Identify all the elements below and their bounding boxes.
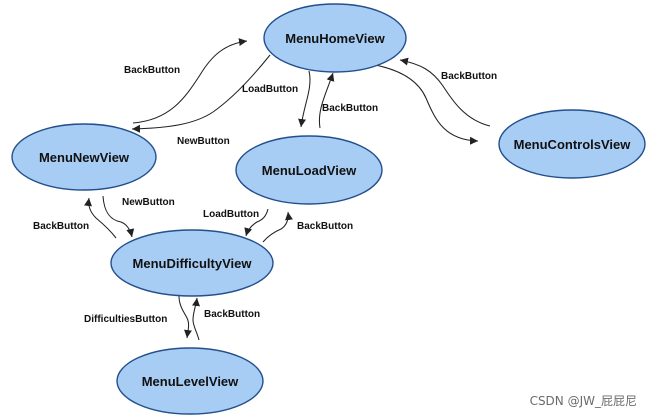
edge-difficulty-to-level	[178, 295, 192, 339]
node-menu-difficulty-view-shape	[110, 229, 274, 297]
edge-label-difficulty-to-load: BackButton	[297, 221, 353, 232]
node-menu-home-view-shape	[263, 3, 407, 73]
node-menu-new-view: MenuNewView	[11, 123, 157, 191]
edge-home-to-new	[131, 54, 271, 133]
edges-layer	[84, 38, 491, 341]
edge-level-to-difficulty	[192, 297, 200, 341]
edge-label-load-to-home: BackButton	[322, 103, 378, 114]
edge-controls-to-home	[399, 57, 491, 127]
edge-difficulty-to-load	[262, 211, 293, 243]
node-menu-level-view-label: MenuLevelView	[142, 374, 239, 389]
node-menu-controls-view-label: MenuControlsView	[514, 137, 632, 152]
node-menu-new-view-label: MenuNewView	[39, 150, 130, 165]
edge-label-difficulty-to-level: DifficultiesButton	[84, 314, 167, 325]
edge-label-difficulty-to-new: BackButton	[33, 221, 89, 232]
edge-label-controls-to-home: BackButton	[441, 71, 497, 82]
edge-label-load-to-difficulty: LoadButton	[203, 209, 259, 220]
node-menu-level-view-shape	[116, 347, 264, 415]
node-menu-level-view: MenuLevelView	[116, 347, 264, 415]
edge-label-level-to-difficulty: BackButton	[204, 309, 260, 320]
edge-label-home-to-load: LoadButton	[242, 84, 298, 95]
edge-labels-layer: BackButton NewButton LoadButton BackButt…	[33, 65, 497, 325]
node-menu-controls-view: MenuControlsView	[498, 109, 646, 179]
edge-home-to-load	[298, 70, 311, 128]
edge-load-to-home	[318, 72, 335, 129]
node-menu-load-view-label: MenuLoadView	[262, 163, 357, 178]
edge-label-new-to-home: BackButton	[124, 65, 180, 76]
node-menu-controls-view-shape	[498, 109, 646, 179]
edge-label-new-to-difficulty: NewButton	[122, 197, 175, 208]
watermark-text: CSDN @JW_屁屁尼	[530, 394, 637, 408]
edge-label-home-to-new: NewButton	[177, 136, 230, 147]
edge-load-to-difficulty	[244, 208, 269, 237]
node-menu-load-view: MenuLoadView	[235, 135, 383, 205]
edge-home-to-controls	[374, 64, 479, 145]
node-menu-home-view-label: MenuHomeView	[285, 31, 385, 46]
node-menu-load-view-shape	[235, 135, 383, 205]
node-menu-new-view-shape	[11, 123, 157, 191]
edge-new-to-difficulty	[102, 195, 135, 238]
node-menu-difficulty-view-label: MenuDifficultyView	[133, 256, 253, 271]
node-menu-difficulty-view: MenuDifficultyView	[110, 229, 274, 297]
edge-difficulty-to-new	[84, 197, 117, 239]
edge-new-to-home	[132, 38, 248, 124]
node-menu-home-view: MenuHomeView	[263, 3, 407, 73]
